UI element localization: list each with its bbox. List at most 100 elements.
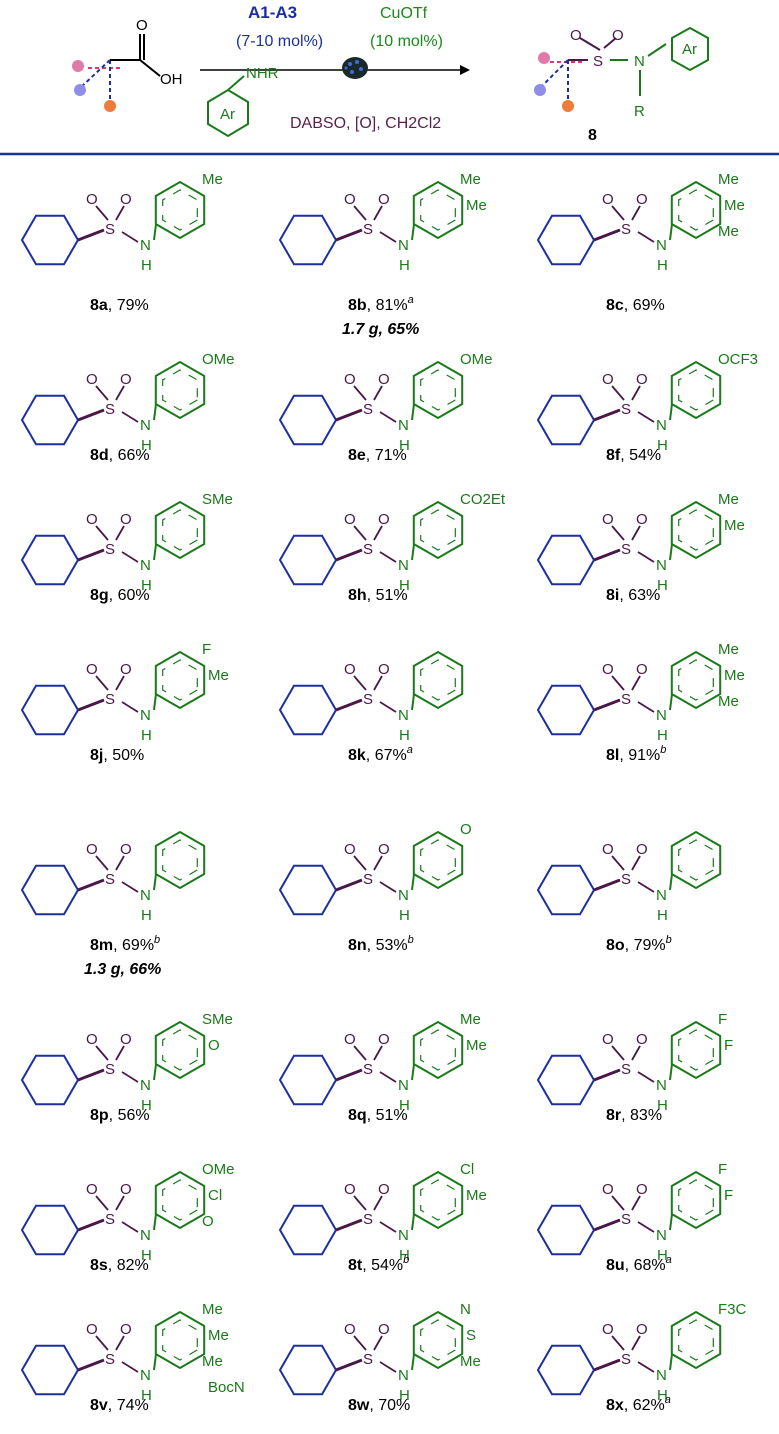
sulfonyl-oxygen: O: [602, 1181, 614, 1198]
aryl-ring: [412, 1020, 464, 1080]
sulfonyl-oxygen: O: [344, 511, 356, 528]
substituent-co2et: CO2Et: [460, 491, 506, 508]
product-number: 8: [588, 127, 597, 144]
sulfonyl-oxygen: O: [636, 1181, 648, 1198]
nh-hydrogen: H: [399, 577, 410, 594]
c-s-bond: [77, 228, 105, 242]
substituent-ome: OMe: [460, 351, 493, 368]
aniline-nhr: NHR: [246, 65, 279, 82]
substituent-f: F: [724, 1037, 733, 1054]
c-s-bond: [335, 548, 363, 562]
aryl-ring: [154, 180, 206, 240]
sulfonyl-oxygen: O: [636, 371, 648, 388]
sulfur-atom: S: [105, 1211, 115, 1228]
sulfonyl-oxygen: O: [120, 661, 132, 678]
alkyl-ring: [536, 684, 596, 736]
nitrogen-atom: N: [140, 1077, 151, 1094]
label-8n: 8n, 53%b: [348, 934, 414, 954]
label-8t: 8t, 54%b: [348, 1254, 409, 1274]
sulfonyl-oxygen: O: [86, 1031, 98, 1048]
aryl-ring: [412, 830, 464, 890]
sulfonyl-oxygen: O: [378, 1321, 390, 1338]
sulfonyl-oxygen: O: [378, 841, 390, 858]
c-s-bond: [593, 878, 621, 892]
c-s-bond: [77, 1358, 105, 1372]
sulfur-atom: S: [621, 1351, 631, 1368]
nh-hydrogen: H: [657, 727, 668, 744]
nh-hydrogen: H: [657, 1387, 668, 1404]
reaction-header: O OH A1-A3 (7-10 mol%) CuOTf (10 mol%) A…: [72, 3, 709, 144]
nitrogen-atom: N: [398, 707, 409, 724]
sulfur-atom: S: [621, 541, 631, 558]
sulfur-atom: S: [105, 871, 115, 888]
nh-hydrogen: H: [399, 437, 410, 454]
aryl-ring: [670, 650, 722, 710]
product-n: N: [634, 53, 645, 70]
sulfonyl-oxygen: O: [636, 1031, 648, 1048]
substituent-me: Me: [718, 693, 739, 710]
sulfonyl-oxygen: O: [602, 841, 614, 858]
sulfonyl-oxygen: O: [120, 1031, 132, 1048]
label-8b: 8b, 81%a: [348, 294, 414, 314]
label-8x: 8x, 62%a: [606, 1394, 671, 1414]
sulfur-atom: S: [621, 1211, 631, 1228]
product-pink-dot: [538, 52, 550, 64]
label-8u: 8u, 68%a: [606, 1254, 672, 1274]
sulfonyl-oxygen: O: [120, 841, 132, 858]
label-8i: 8i, 63%: [606, 587, 660, 604]
sulfonyl-oxygen: O: [636, 661, 648, 678]
alkyl-ring: [536, 1054, 596, 1106]
label-8h: 8h, 51%: [348, 587, 408, 604]
substituent-sme: SMe: [202, 491, 233, 508]
sulfonyl-oxygen: O: [344, 1321, 356, 1338]
nh-hydrogen: H: [141, 907, 152, 924]
nitrogen-atom: N: [140, 707, 151, 724]
nitrogen-atom: N: [656, 557, 667, 574]
sulfonyl-oxygen: O: [344, 1031, 356, 1048]
sulfonyl-oxygen: O: [602, 191, 614, 208]
product-orange-dot: [562, 100, 574, 112]
substituent-ome: OMe: [202, 351, 235, 368]
sulfonyl-oxygen: O: [602, 1031, 614, 1048]
sulfonyl-oxygen: O: [378, 371, 390, 388]
sulfur-atom: S: [363, 691, 373, 708]
sulfonyl-oxygen: O: [602, 661, 614, 678]
product-general: [539, 26, 709, 100]
sulfur-atom: S: [105, 221, 115, 238]
aniline-ar: Ar: [220, 106, 235, 123]
nh-hydrogen: H: [141, 437, 152, 454]
aryl-ring: [670, 360, 722, 420]
sulfonyl-oxygen: O: [86, 511, 98, 528]
nitrogen-atom: N: [140, 237, 151, 254]
aryl-ring: [412, 180, 464, 240]
c-s-bond: [77, 878, 105, 892]
c-s-bond: [335, 1218, 363, 1232]
product-r: R: [634, 103, 645, 120]
substituent-me: Me: [460, 171, 481, 188]
nh-hydrogen: H: [399, 727, 410, 744]
substituent-o: O: [202, 1213, 214, 1230]
aryl-ring: [154, 830, 206, 890]
nh-hydrogen: H: [657, 907, 668, 924]
aryl-ring: [412, 1170, 464, 1230]
aryl-ring: [670, 500, 722, 560]
c-s-bond: [77, 548, 105, 562]
substituent-me: Me: [718, 223, 739, 240]
sulfur-atom: S: [363, 871, 373, 888]
sulfonyl-oxygen: O: [344, 191, 356, 208]
sulfonyl-oxygen: O: [602, 1321, 614, 1338]
nitrogen-atom: N: [398, 237, 409, 254]
substituent-cl: Cl: [460, 1161, 474, 1178]
alkyl-ring: [278, 1054, 338, 1106]
sulfonyl-oxygen: O: [378, 511, 390, 528]
